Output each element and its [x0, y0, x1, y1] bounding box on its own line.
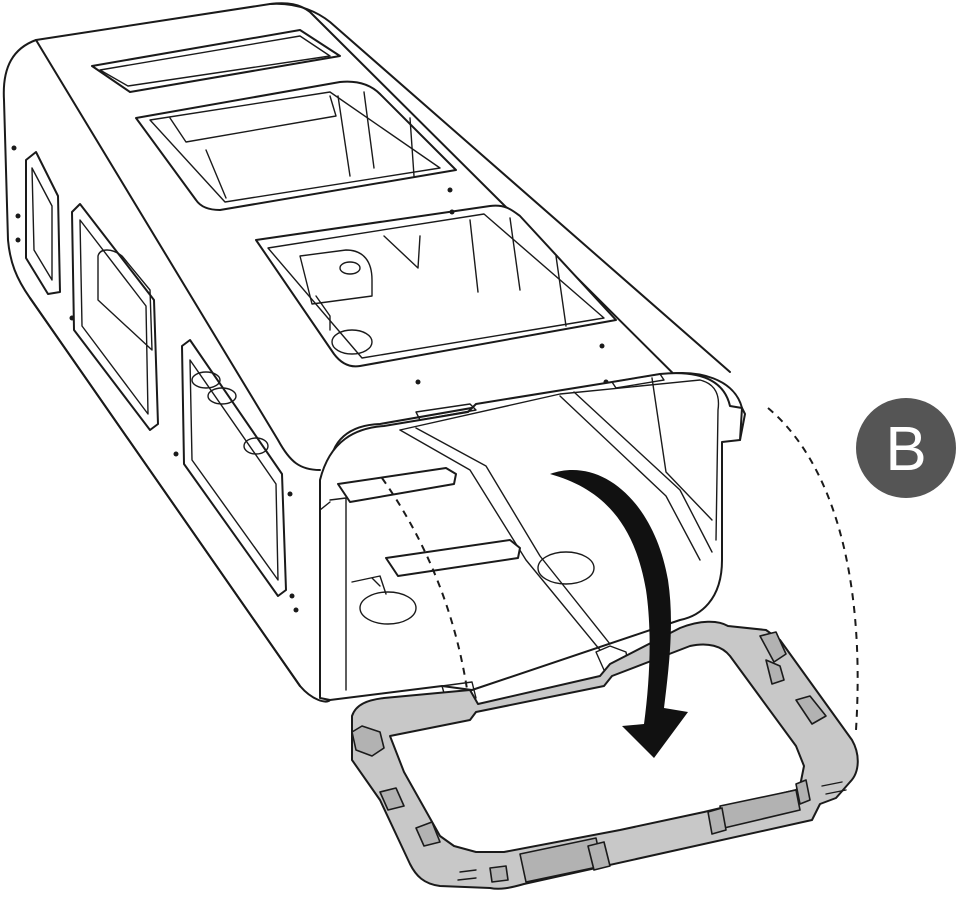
rotation-arrow-icon [550, 469, 688, 758]
side-window-3 [181, 339, 287, 597]
front-opening [319, 372, 743, 701]
top-compartment-3 [255, 204, 617, 368]
side-window-1 [25, 151, 61, 295]
step-badge-label: B [885, 415, 926, 484]
end-cap-frame [351, 620, 859, 890]
step-badge-icon: B [856, 398, 956, 498]
top-compartment-2 [135, 80, 457, 211]
top-slot-1 [91, 29, 341, 93]
side-window-2 [71, 203, 159, 431]
